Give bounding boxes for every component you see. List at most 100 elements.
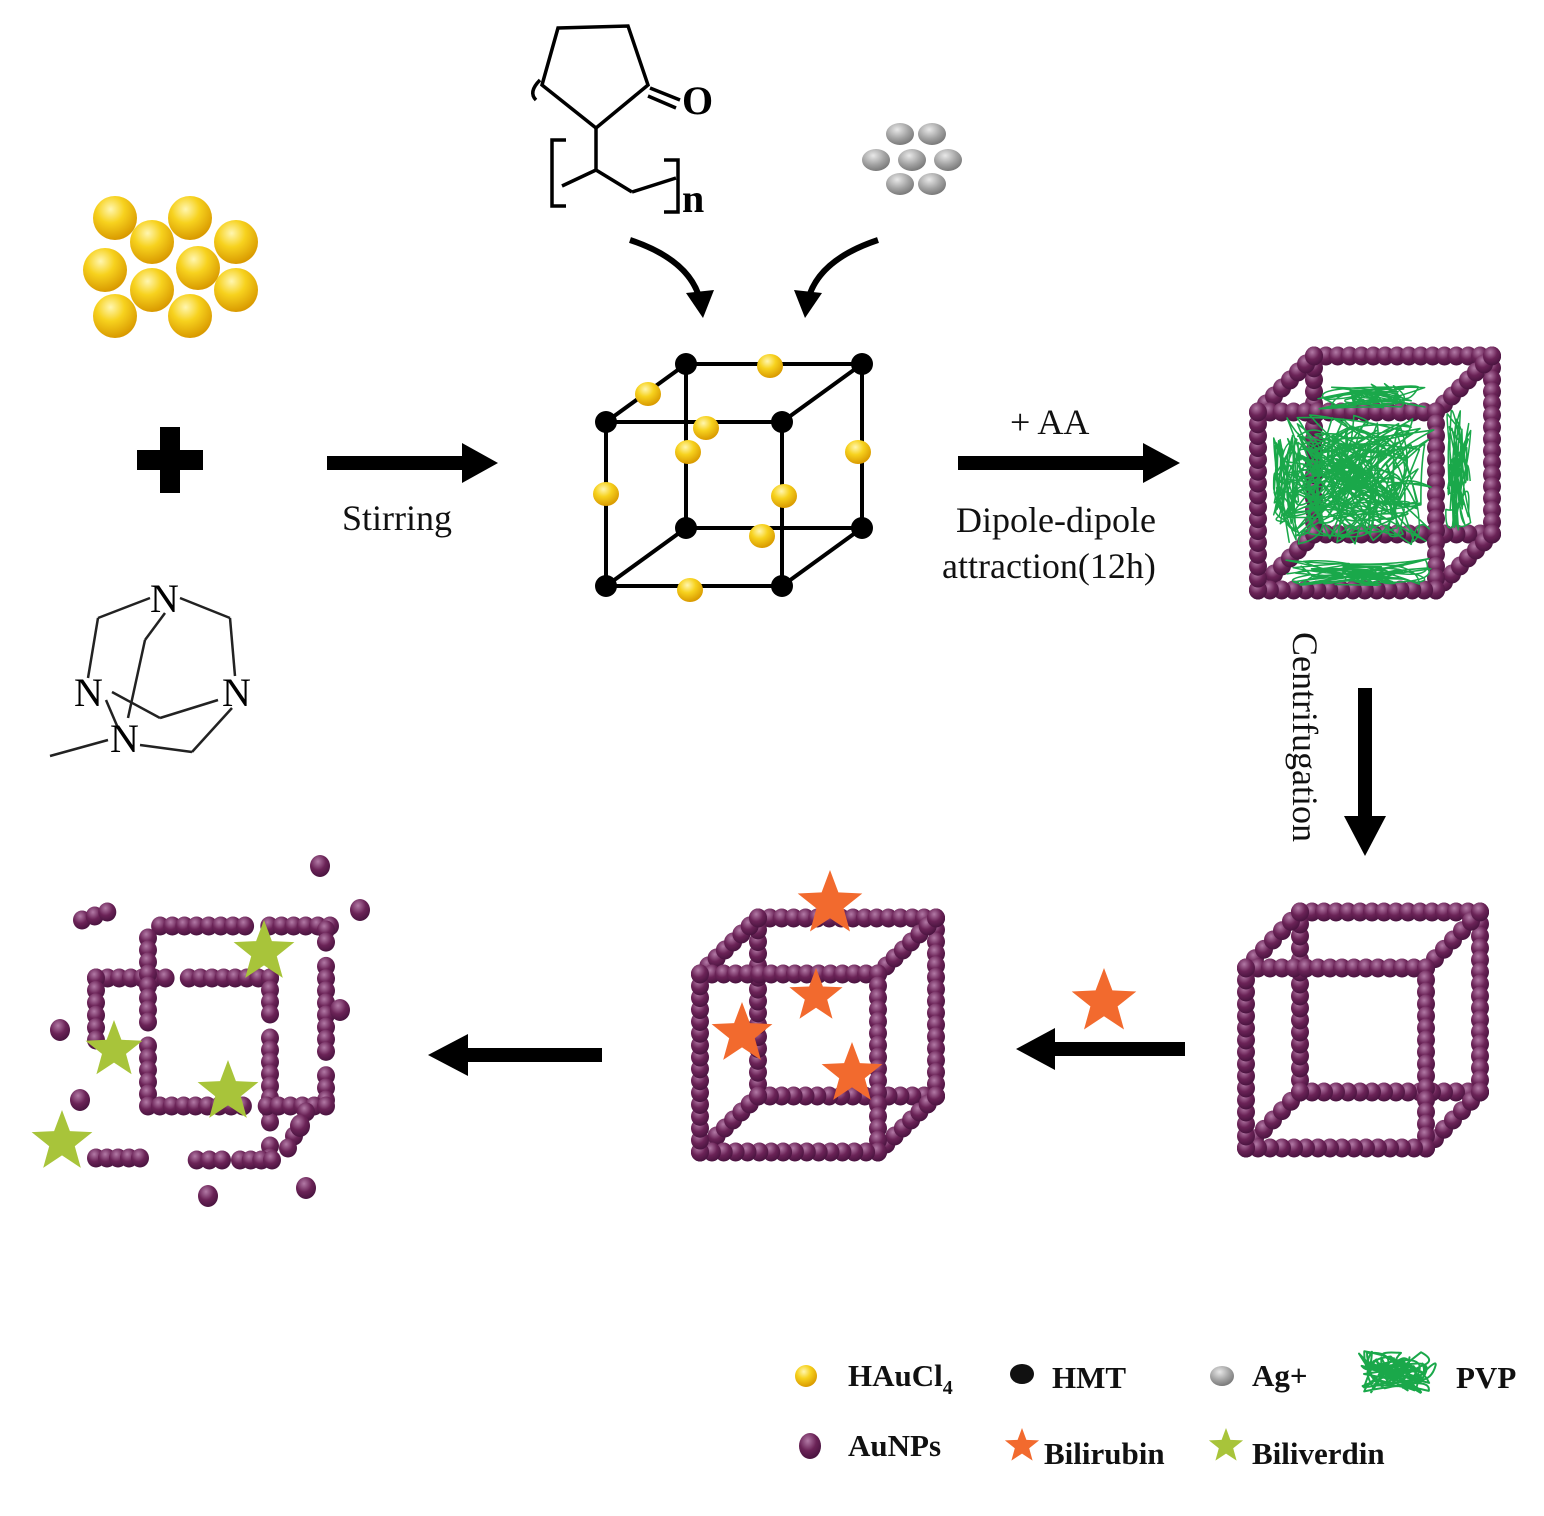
stirring-arrow bbox=[327, 443, 498, 483]
aunp-bead bbox=[1305, 346, 1323, 366]
pvp-strand bbox=[1285, 557, 1432, 587]
legend-ag-label: Ag+ bbox=[1252, 1358, 1308, 1393]
pvp-strand bbox=[1445, 409, 1472, 531]
aunp-loose bbox=[50, 1019, 70, 1041]
aunp-bead bbox=[1237, 958, 1255, 978]
gold-particle bbox=[214, 268, 258, 312]
aunp-loose bbox=[296, 1177, 316, 1199]
legend-bilirubin-label: Bilirubin bbox=[1044, 1436, 1165, 1471]
gold-particle bbox=[130, 268, 174, 312]
hauc-site bbox=[675, 440, 701, 464]
centrifugation-arrow bbox=[1344, 688, 1386, 856]
aunp-bead bbox=[200, 1150, 219, 1170]
legend-hauc: HAuCl4 bbox=[795, 1358, 953, 1399]
aunp-loose bbox=[70, 1089, 90, 1111]
legend-hmt: HMT bbox=[1010, 1360, 1126, 1395]
lattice-edge bbox=[780, 526, 864, 588]
aunp-loose bbox=[350, 899, 370, 921]
hauc-dot-icon bbox=[795, 1365, 817, 1387]
legend-ag: Ag+ bbox=[1210, 1358, 1308, 1393]
aunp-bead bbox=[317, 932, 335, 952]
plus-icon bbox=[137, 427, 203, 493]
pvp-n-subscript: n bbox=[682, 176, 704, 221]
aunp-bead bbox=[187, 1150, 206, 1170]
legend-aunps: AuNPs bbox=[799, 1428, 941, 1463]
silver-ion bbox=[886, 123, 914, 145]
aunp-bead bbox=[261, 1004, 279, 1024]
gold-particle bbox=[214, 220, 258, 264]
hauc-site bbox=[749, 524, 775, 548]
legend-hauc-label: HAuCl4 bbox=[848, 1358, 953, 1399]
bilirubin-star bbox=[1071, 968, 1137, 1030]
aunp-bead bbox=[98, 902, 117, 922]
aunp-bead bbox=[131, 1148, 149, 1168]
hmt-node bbox=[851, 517, 873, 539]
hmt-node bbox=[771, 575, 793, 597]
ag-dot-icon bbox=[1210, 1366, 1234, 1386]
aunp-bead bbox=[1471, 1082, 1489, 1102]
hmt-n-right: N bbox=[222, 670, 251, 715]
aunp-bead bbox=[1291, 1082, 1309, 1102]
biliverdin-star-icon bbox=[1208, 1428, 1244, 1461]
hauc-site bbox=[635, 382, 661, 406]
gold-particle bbox=[168, 196, 212, 240]
hmt-node bbox=[595, 411, 617, 433]
hauc-site bbox=[593, 482, 619, 506]
silver-ion bbox=[934, 149, 962, 171]
bilirubin-star bbox=[789, 968, 843, 1019]
aunp-bead bbox=[1291, 902, 1309, 922]
legend-aunps-label: AuNPs bbox=[848, 1428, 941, 1463]
legend-bilirubin: Bilirubin bbox=[1004, 1428, 1165, 1471]
dipole-label-2: attraction(12h) bbox=[942, 546, 1156, 586]
pvp-scribble-icon bbox=[1358, 1350, 1437, 1394]
gold-particle bbox=[176, 246, 220, 290]
legend-biliverdin: Biliverdin bbox=[1208, 1428, 1385, 1471]
aunp-bead bbox=[749, 1086, 767, 1106]
curved-arrow-right bbox=[794, 237, 879, 318]
aunp-bead bbox=[261, 1112, 279, 1132]
gold-particle bbox=[168, 294, 212, 338]
bilirubin-star-icon bbox=[1004, 1428, 1040, 1461]
aunp-bead bbox=[749, 908, 767, 928]
pvp-oxygen: O bbox=[682, 78, 713, 123]
hmt-dot-icon bbox=[1010, 1364, 1034, 1384]
bilirubin-star bbox=[821, 1042, 883, 1100]
pvp-coating bbox=[1272, 382, 1472, 587]
bilirubin-arrow bbox=[1016, 1028, 1185, 1070]
biliverdin-stars bbox=[31, 920, 295, 1168]
hmt-n-top: N bbox=[150, 576, 179, 621]
aunp-bead bbox=[139, 1012, 157, 1032]
legend-hmt-label: HMT bbox=[1052, 1360, 1126, 1395]
gold-particle bbox=[93, 196, 137, 240]
biliverdin-star bbox=[1208, 1428, 1244, 1461]
ag-cluster bbox=[862, 123, 962, 195]
silver-ion bbox=[918, 173, 946, 195]
biliverdin-star bbox=[31, 1110, 93, 1168]
aunp-bead bbox=[927, 908, 945, 928]
lattice-edge bbox=[604, 526, 688, 588]
aunp-loose bbox=[310, 855, 330, 877]
aunp-bead bbox=[691, 964, 709, 984]
silver-ion bbox=[886, 173, 914, 195]
aunp-dot-icon bbox=[799, 1433, 821, 1459]
aunp-bead bbox=[1471, 902, 1489, 922]
gold-particle bbox=[83, 248, 127, 292]
pvp-structure bbox=[531, 24, 681, 214]
hauc-site bbox=[693, 416, 719, 440]
aunp-bead bbox=[1249, 402, 1267, 422]
aunp-loose bbox=[198, 1185, 218, 1207]
hauc-site bbox=[757, 354, 783, 378]
bilirubin-star bbox=[797, 870, 863, 932]
aunp-bead bbox=[1483, 346, 1501, 366]
stirring-label: Stirring bbox=[342, 498, 452, 538]
aunp-loose bbox=[290, 1115, 310, 1137]
final-arrow bbox=[428, 1034, 602, 1076]
legend-pvp: PVP bbox=[1358, 1350, 1516, 1395]
pvp-strand bbox=[1317, 382, 1426, 410]
pvp-strand bbox=[1284, 414, 1435, 546]
aunp-bead bbox=[156, 968, 175, 988]
aunp-bead bbox=[213, 1150, 231, 1170]
hmt-node bbox=[595, 575, 617, 597]
hmt-node bbox=[675, 517, 697, 539]
